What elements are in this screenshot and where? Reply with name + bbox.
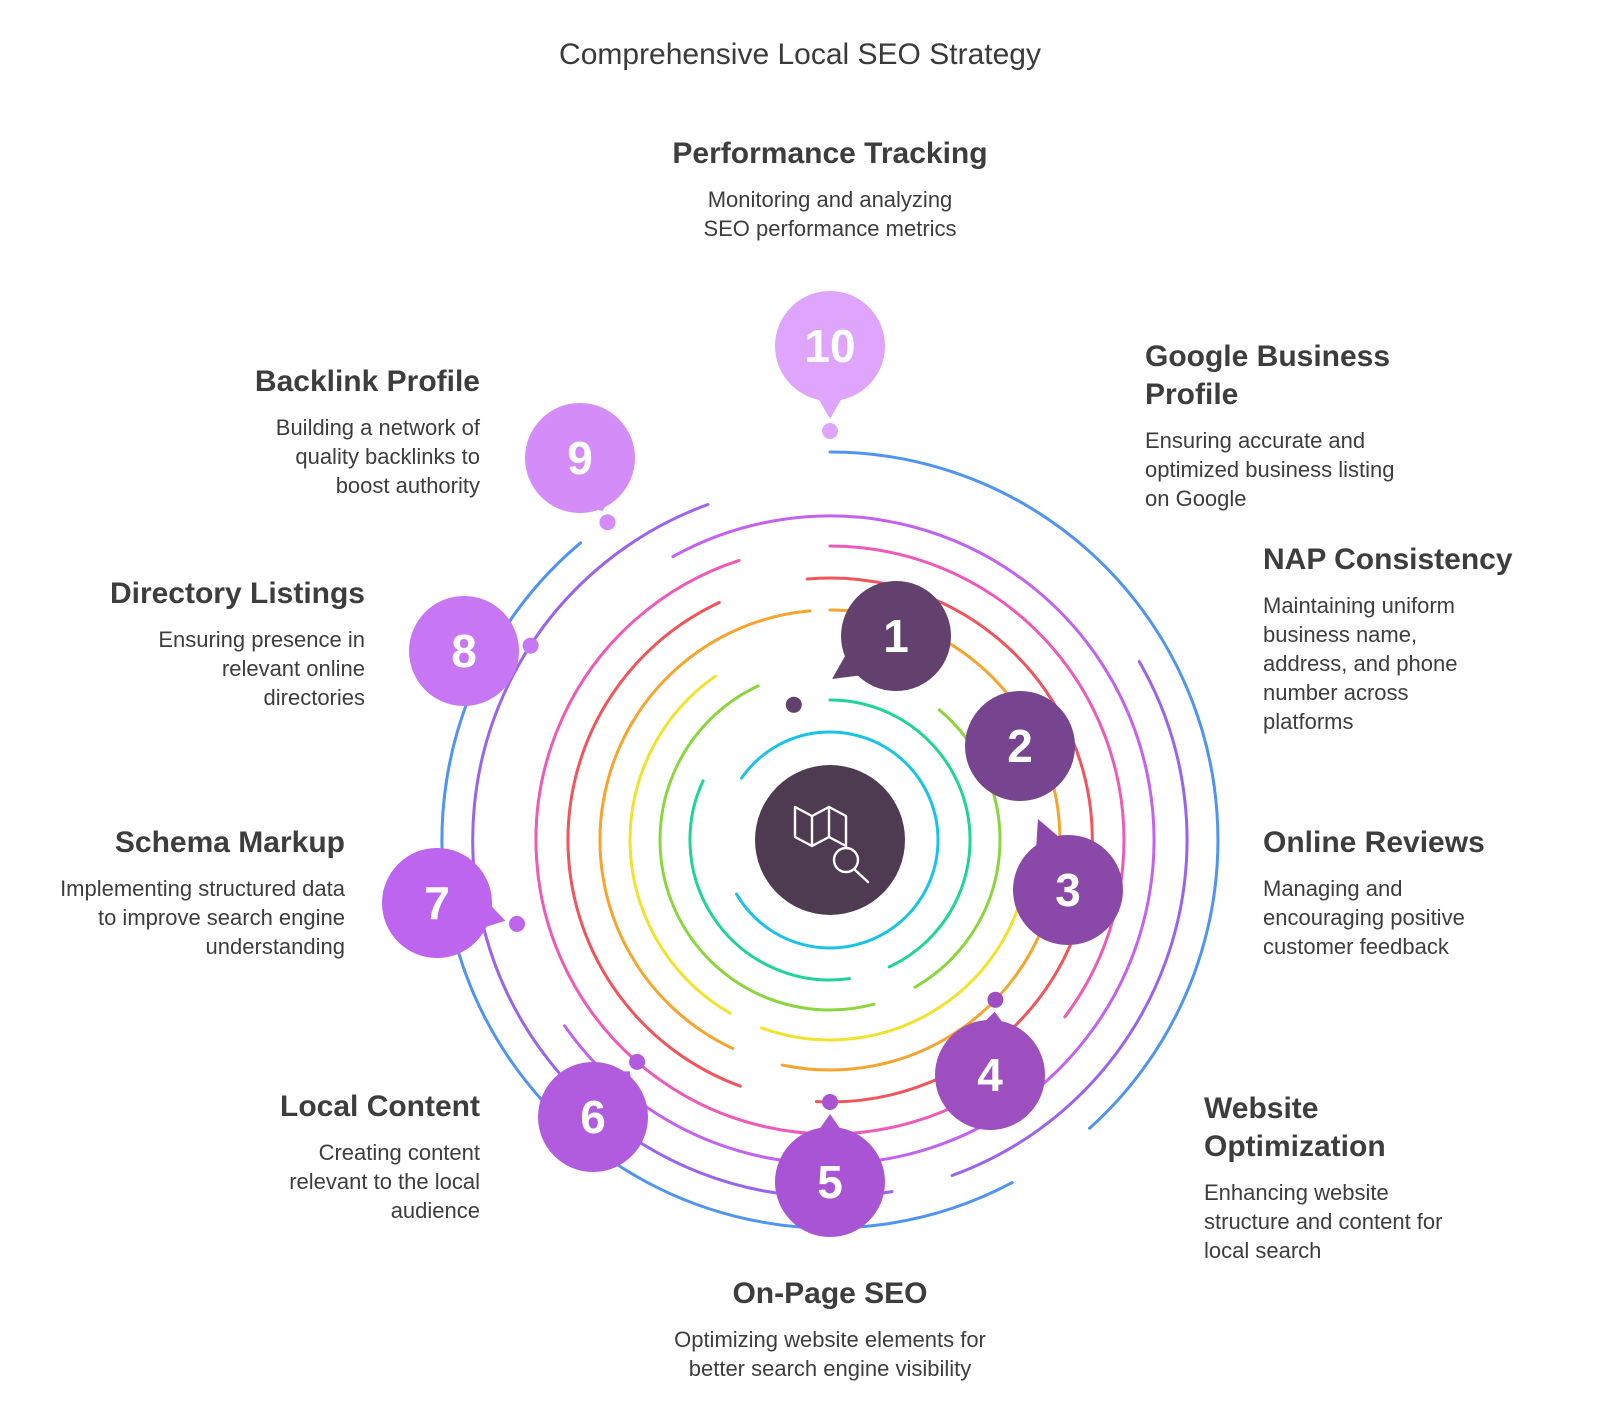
step-8-dot [522, 637, 539, 654]
step-10-title: Performance Tracking [672, 137, 988, 170]
step-10-bubble: 10 [775, 291, 885, 419]
step-6-number: 6 [580, 1091, 606, 1143]
step-4-bubble-circle [935, 1020, 1045, 1130]
step-3-text: Online Reviews Managing and encouraging … [1263, 824, 1543, 961]
step-9-number: 9 [567, 432, 593, 484]
step-2-bubble-circle [965, 691, 1075, 801]
step-8-text: Directory Listings Ensuring presence in … [85, 575, 365, 712]
step-2-number: 2 [1007, 720, 1033, 772]
step-4-title: Website Optimization [1204, 1092, 1386, 1163]
step-2-description: Maintaining uniform business name, addre… [1263, 593, 1458, 734]
step-7-number: 7 [424, 877, 450, 929]
step-5-bubble: 5 [775, 1114, 885, 1237]
step-3-bubble-circle [1013, 835, 1123, 945]
step-7-text: Schema Markup Implementing structured da… [60, 824, 345, 961]
step-6-bubble-circle [538, 1062, 648, 1172]
step-9-bubble-circle [525, 403, 635, 513]
step-7-bubble-circle [382, 848, 492, 958]
step-4-text: Website Optimization Enhancing website s… [1204, 1090, 1464, 1265]
step-8-title: Directory Listings [109, 577, 365, 610]
step-8-bubble-circle [409, 596, 519, 706]
step-10-number: 10 [804, 320, 855, 372]
center-hub-circle [755, 765, 905, 915]
step-1-title: Google Business Profile [1145, 340, 1391, 411]
step-6-description: Creating content relevant to the local a… [289, 1140, 480, 1223]
step-7-dot [509, 915, 525, 932]
step-4-dot [987, 991, 1004, 1008]
step-7-description: Implementing structured data to improve … [60, 876, 345, 959]
step-1-dot [785, 696, 802, 713]
step-6-text: Local Content Creating content relevant … [210, 1088, 480, 1225]
step-9-text: Backlink Profile Building a network of q… [200, 363, 480, 500]
step-6-title: Local Content [280, 1090, 480, 1123]
step-3-description: Managing and encouraging positive custom… [1263, 876, 1465, 959]
step-9-bubble: 9 [525, 403, 635, 513]
step-5-dot [822, 1094, 838, 1110]
step-9-dot [599, 514, 616, 531]
step-8-number: 8 [451, 625, 477, 677]
step-8-description: Ensuring presence in relevant online dir… [158, 627, 365, 710]
bubbles-layer: 1 2 3 4 5 6 7 8 9 10 [382, 291, 1123, 1237]
step-1-text: Google Business Profile Ensuring accurat… [1145, 338, 1410, 513]
ring-2 [688, 698, 972, 982]
step-5-text: On-Page SEO Optimizing website elements … [660, 1275, 1000, 1383]
step-1-bubble: 1 [832, 581, 951, 691]
step-10-dot [822, 423, 838, 439]
step-5-title: On-Page SEO [732, 1277, 928, 1310]
ring-7 [534, 544, 1126, 1136]
center-hub [755, 765, 905, 915]
ring-9 [471, 503, 1189, 1199]
step-10-description: Monitoring and analyzing SEO performance… [703, 187, 957, 241]
step-3-title: Online Reviews [1263, 826, 1485, 859]
step-5-bubble-circle [775, 1127, 885, 1237]
step-6-bubble: 6 [538, 1062, 648, 1172]
ring-4 [628, 674, 1029, 1042]
step-2-bubble: 2 [965, 691, 1075, 801]
step-4-bubble: 4 [935, 1011, 1045, 1130]
ring-1 [735, 730, 940, 950]
step-7-title: Schema Markup [114, 826, 345, 859]
step-9-title: Backlink Profile [254, 365, 480, 398]
step-10-text: Performance Tracking Monitoring and anal… [630, 135, 1030, 243]
step-1-description: Ensuring accurate and optimized business… [1145, 428, 1395, 511]
step-1-number: 1 [883, 610, 909, 662]
step-5-description: Optimizing website elements for better s… [674, 1327, 986, 1381]
step-8-bubble: 8 [409, 596, 519, 706]
step-2-text: NAP Consistency Maintaining uniform busi… [1263, 541, 1543, 736]
step-3-bubble: 3 [1013, 819, 1123, 945]
map-search-icon [793, 805, 870, 884]
rings-layer [440, 450, 1220, 1230]
step-9-description: Building a network of quality backlinks … [275, 415, 480, 498]
ring-8 [563, 514, 1156, 1166]
step-7-bubble: 7 [382, 848, 506, 958]
step-1-bubble-circle [841, 581, 951, 691]
step-2-title: NAP Consistency [1263, 543, 1513, 576]
step-4-description: Enhancing website structure and content … [1204, 1180, 1443, 1263]
step-3-number: 3 [1055, 864, 1081, 916]
page-title: Comprehensive Local SEO Strategy [559, 38, 1041, 71]
step-4-number: 4 [977, 1049, 1003, 1101]
step-10-bubble-circle [775, 291, 885, 401]
step-6-dot [629, 1053, 646, 1070]
step-5-number: 5 [817, 1156, 843, 1208]
